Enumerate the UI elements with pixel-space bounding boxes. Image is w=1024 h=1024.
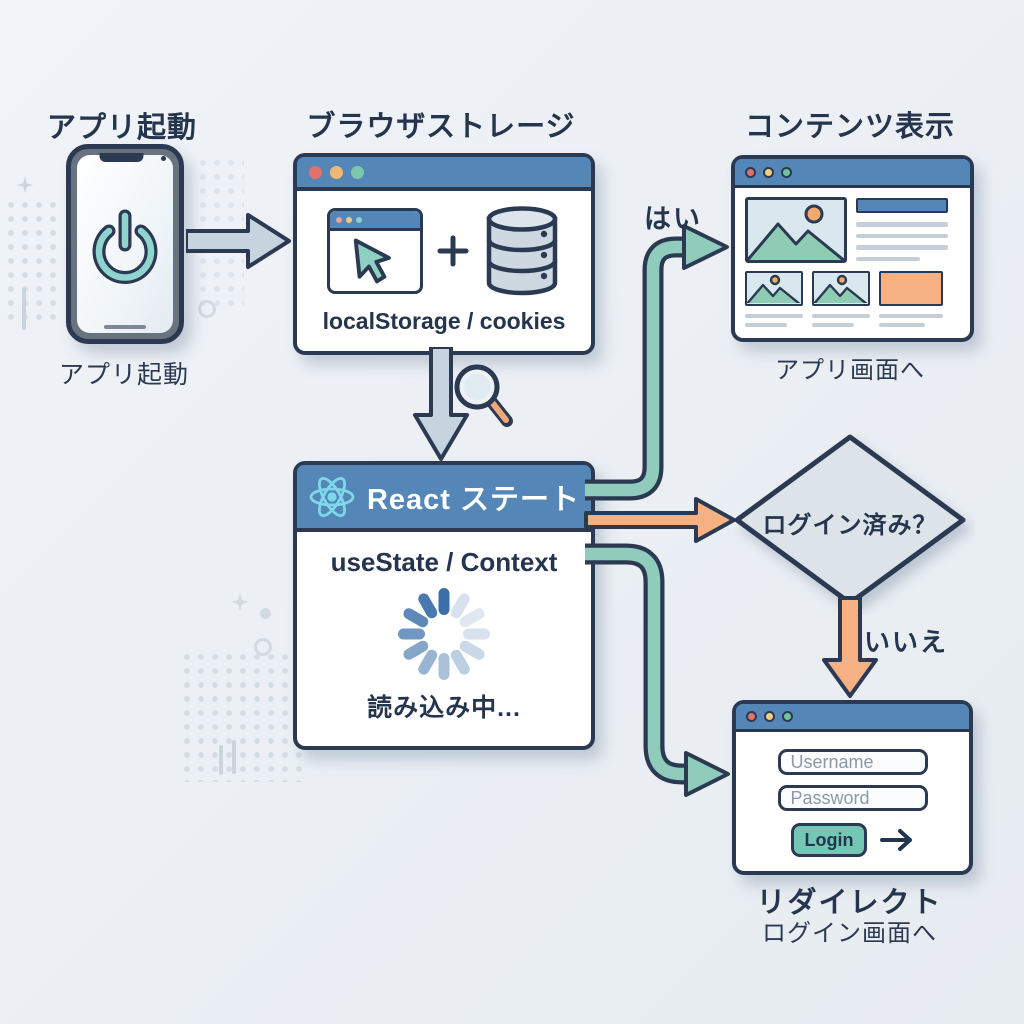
text-line <box>856 256 920 261</box>
image-placeholder-large <box>745 197 847 263</box>
arrow-react-to-decision <box>584 497 736 543</box>
content-orange-block <box>879 271 943 306</box>
image-placeholder-icon <box>747 274 801 304</box>
window-control-dot-yellow <box>763 166 774 178</box>
power-icon <box>92 209 158 284</box>
deco-dot-grid <box>180 650 302 782</box>
deco-dot <box>260 608 271 619</box>
text-line <box>812 323 854 327</box>
phone-home-bar <box>104 325 146 329</box>
react-state-title: React ステート <box>366 483 581 516</box>
storage-label: localStorage / cookies <box>322 308 566 334</box>
window-control-dot-orange <box>330 165 343 179</box>
text-line <box>856 233 948 238</box>
database-icon <box>486 206 558 296</box>
edge-label-no: いいえ <box>864 627 949 657</box>
content-heading-bar <box>856 198 948 213</box>
text-line <box>856 245 948 250</box>
content-titlebar <box>735 159 970 188</box>
arrow-no-to-login <box>822 596 878 698</box>
login-button[interactable]: Login <box>791 823 867 857</box>
content-display-caption: アプリ画面へ <box>775 357 925 384</box>
window-control-dot-red <box>309 165 322 179</box>
window-control-dot-green <box>782 711 793 722</box>
username-field[interactable] <box>777 749 928 775</box>
window-control-dot-green <box>351 165 364 179</box>
image-placeholder-icon <box>748 204 844 260</box>
text-line <box>879 314 943 318</box>
arrow-storage-to-react <box>413 347 469 461</box>
app-launch-title: アプリ起動 <box>46 112 197 144</box>
react-state-header: React ステート <box>297 465 591 532</box>
deco-dot-grid <box>4 198 58 326</box>
app-launch-caption: アプリ起動 <box>58 361 189 389</box>
react-state-window: React ステート useState / Context 読み込み中... <box>293 461 595 750</box>
window-control-dot-red <box>746 711 757 722</box>
text-line <box>812 314 870 318</box>
window-control-dot-red <box>745 166 756 178</box>
phone-notch <box>99 153 144 162</box>
content-display-title: コンテンツ表示 <box>744 111 955 143</box>
deco-line <box>219 745 223 775</box>
mini-dot <box>336 216 342 223</box>
text-line <box>856 222 948 227</box>
react-state-subtitle: useState / Context <box>330 547 558 577</box>
edge-label-yes: はい <box>644 204 702 234</box>
text-line <box>745 314 803 318</box>
decision-label: ログイン済み？ <box>762 512 938 539</box>
mini-dot <box>356 216 362 223</box>
image-placeholder-icon <box>814 274 868 304</box>
deco-line <box>22 288 26 330</box>
redirect-title: リダイレクト <box>756 887 943 919</box>
window-control-dot-yellow <box>764 711 775 722</box>
content-display-window <box>731 155 974 342</box>
deco-ring <box>254 638 272 656</box>
image-placeholder-small <box>745 271 803 306</box>
arrow-yes-to-content <box>585 224 729 501</box>
phone <box>66 144 184 344</box>
deco-ring <box>198 300 216 318</box>
text-line <box>879 323 925 327</box>
login-window: Login <box>732 700 973 875</box>
browser-storage-window: localStorage / cookies <box>293 153 595 355</box>
text-line <box>745 323 787 327</box>
cursor-icon <box>353 238 391 284</box>
mini-dot <box>346 216 352 223</box>
loading-text: 読み込み中... <box>367 694 521 722</box>
mini-browser-icon <box>327 208 423 294</box>
login-titlebar <box>736 704 969 732</box>
spinner-icon <box>398 588 490 680</box>
arrow-launch-to-storage <box>186 213 291 269</box>
window-control-dot-green <box>781 166 792 178</box>
arrow-react-to-login <box>585 543 730 797</box>
deco-line <box>232 740 236 774</box>
browser-storage-title: ブラウザストレージ <box>306 111 576 143</box>
redirect-caption: ログイン画面へ <box>762 920 937 947</box>
image-placeholder-small <box>812 271 870 306</box>
phone-camera-dot <box>161 156 166 161</box>
login-button-label: Login <box>804 829 854 850</box>
plus-icon <box>437 235 469 267</box>
deco-plus <box>16 176 34 194</box>
arrow-right-icon <box>880 829 912 851</box>
react-logo-icon <box>309 476 355 517</box>
browser-storage-titlebar <box>297 157 591 191</box>
magnifier-icon <box>454 364 513 427</box>
password-field[interactable] <box>777 785 928 811</box>
deco-plus <box>231 593 249 611</box>
